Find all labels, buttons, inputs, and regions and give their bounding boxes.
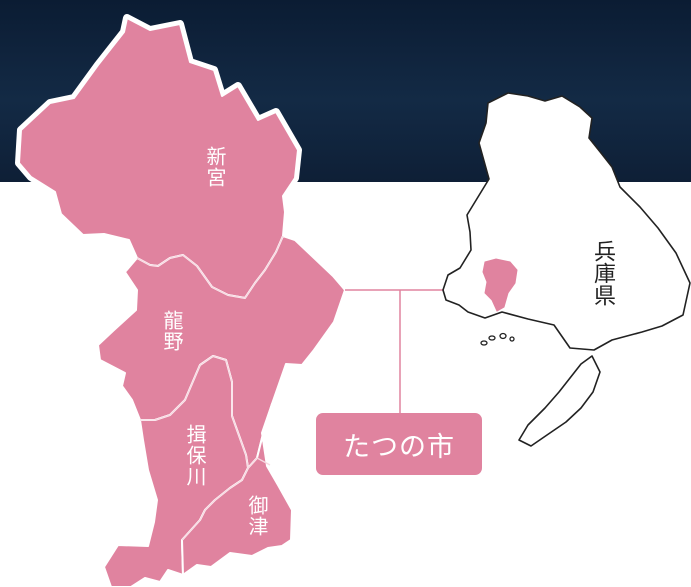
- city-name-badge: たつの市: [316, 413, 482, 475]
- district-label-mitsu: 御津: [245, 495, 269, 537]
- district-shingu-area: [18, 17, 299, 299]
- prefecture-label: 兵庫県: [590, 240, 615, 306]
- hyogo-prefecture-map: [442, 92, 691, 447]
- district-label-shingu: 新宮: [203, 146, 227, 188]
- district-label-tatsuno: 龍野: [160, 310, 184, 352]
- city-name-text: たつの市: [343, 431, 455, 463]
- awaji-island: [518, 355, 601, 447]
- district-label-iboshigawa: 揖保川: [183, 424, 207, 487]
- tatsuno-highlight: [482, 258, 518, 312]
- tatsuno-city-map: [15, 14, 349, 587]
- islands: [480, 332, 515, 346]
